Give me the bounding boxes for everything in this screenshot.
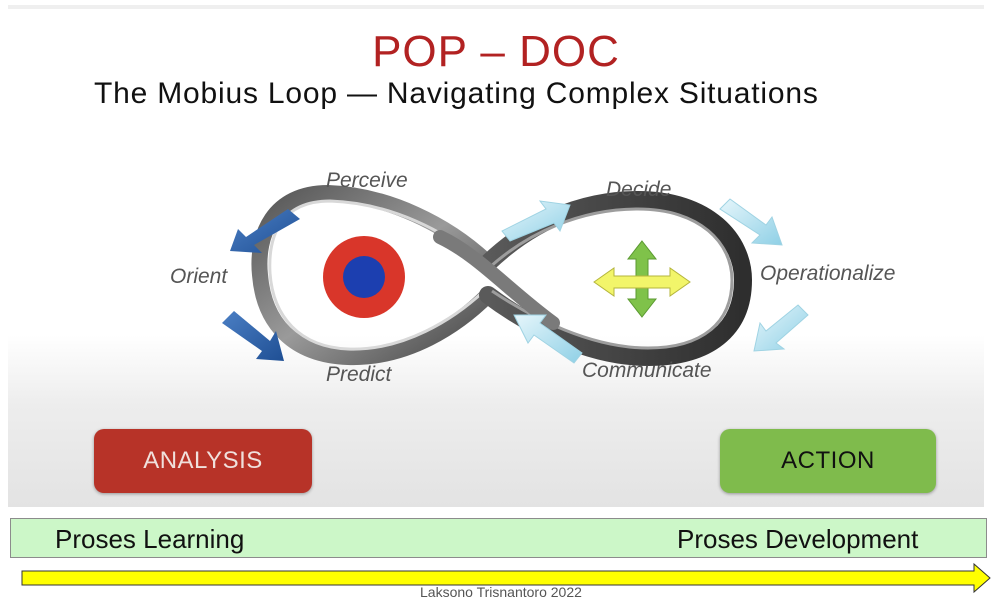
loop-ribbon-right-inner (489, 207, 734, 350)
slide-top-border (8, 5, 984, 9)
analysis-button[interactable]: ANALYSIS (94, 429, 312, 493)
arrow-communicate-to-crossing-icon (513, 314, 583, 364)
slide-title: POP – DOC (372, 27, 620, 76)
band-left-label: Proses Learning (55, 524, 245, 554)
label-communicate: Communicate (582, 359, 712, 382)
arrow-to-decide-icon (501, 200, 571, 242)
slide-subtitle: The Mobius Loop — Navigating Complex Sit… (94, 77, 819, 110)
loop-ribbon-right (479, 190, 753, 367)
loop-crossing (433, 230, 560, 330)
arrow-decide-to-operationalize-icon (719, 198, 783, 246)
label-predict: Predict (326, 363, 392, 386)
loop-ribbon-left-inner (268, 199, 488, 351)
four-way-arrow-icon (593, 240, 691, 318)
target-inner-dot (343, 256, 385, 298)
band-right-label: Proses Development (677, 524, 919, 554)
process-band: Proses Learning Proses Development (10, 518, 987, 558)
action-button[interactable]: ACTION (720, 429, 936, 493)
arrow-operationalize-to-communicate-icon (753, 304, 809, 352)
label-perceive: Perceive (326, 169, 408, 192)
author-credit: Laksono Trisnantoro 2022 (420, 584, 582, 600)
slide: POP – DOC The Mobius Loop — Navigating C… (8, 5, 984, 507)
arrow-perceive-to-orient-icon (230, 209, 300, 253)
loop-ribbon-left (251, 184, 496, 366)
arrow-orient-to-predict-icon (222, 311, 284, 361)
label-operationalize: Operationalize (760, 262, 896, 285)
label-decide: Decide (606, 178, 672, 201)
label-orient: Orient (170, 265, 228, 288)
mobius-loop-diagram (222, 184, 809, 367)
